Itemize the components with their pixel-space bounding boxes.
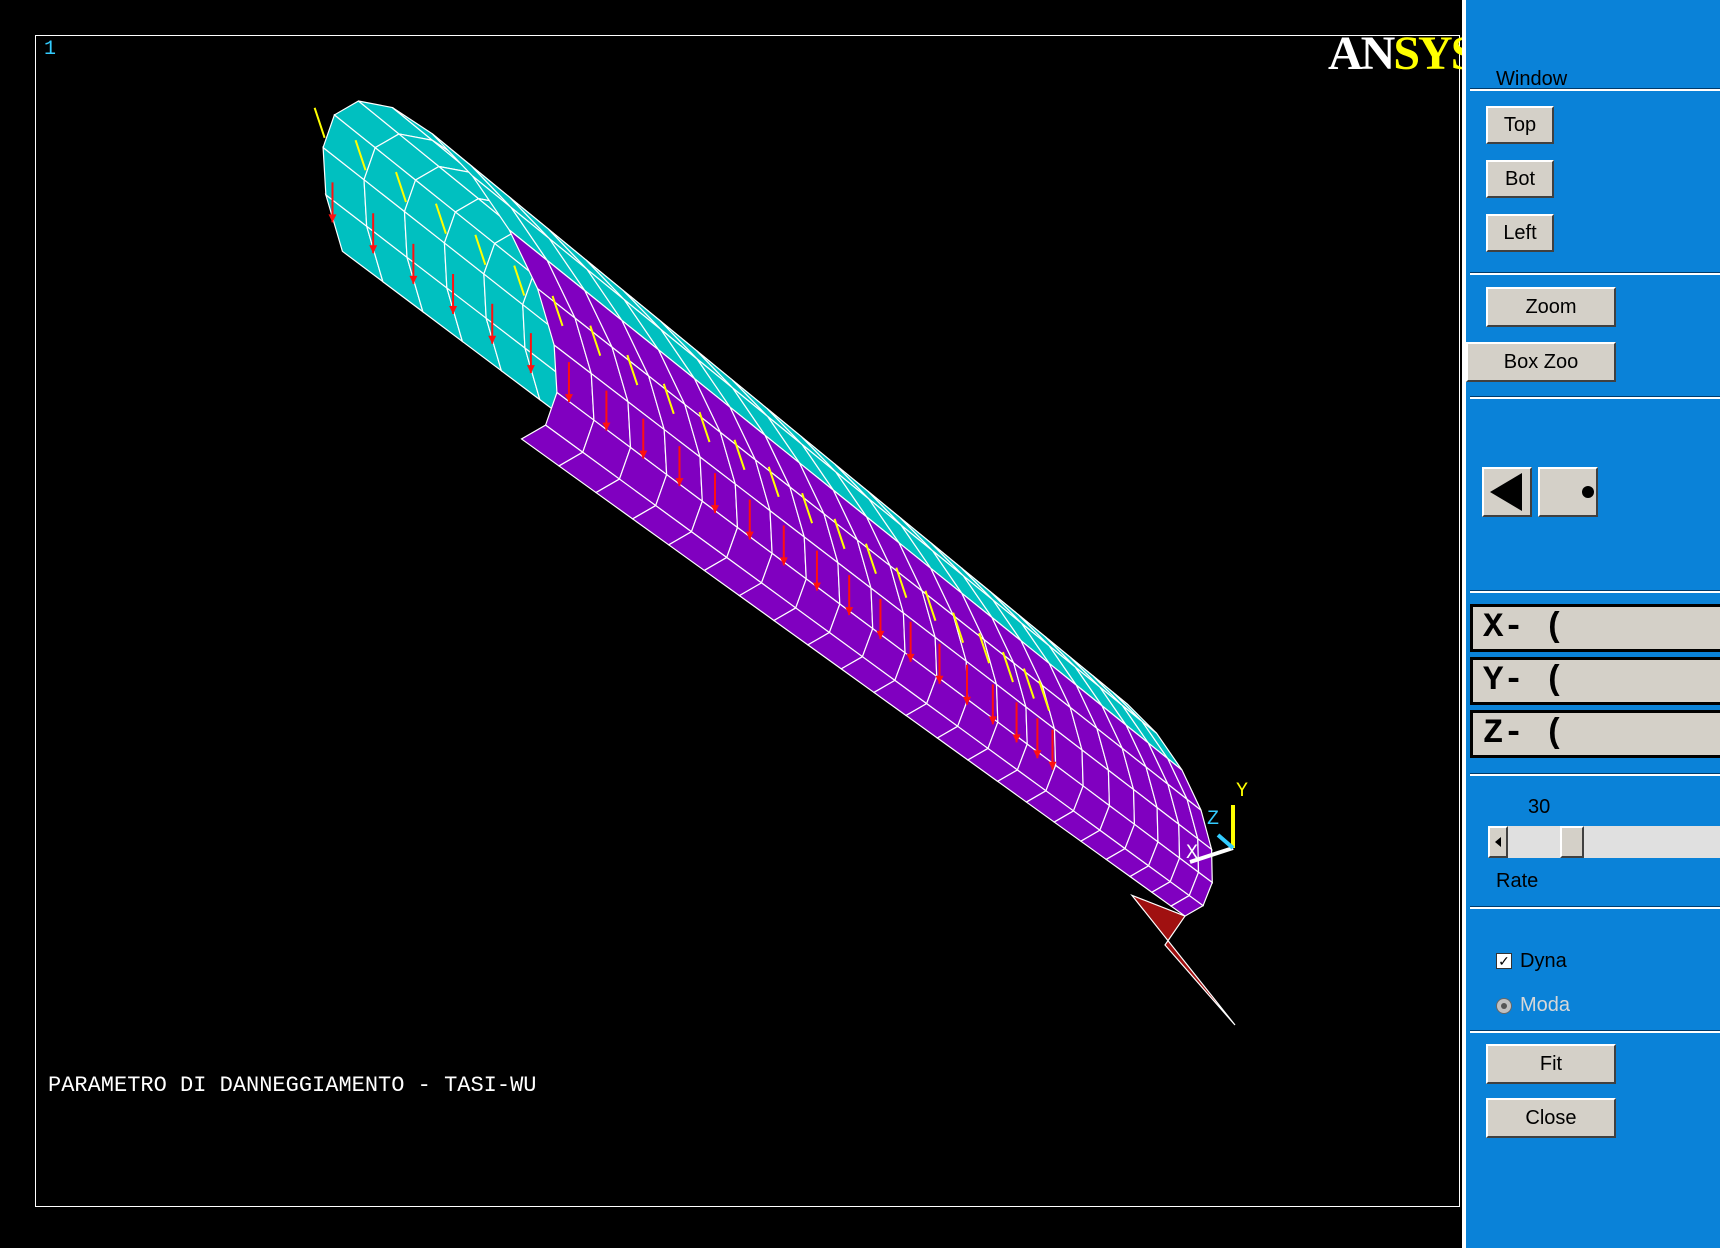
zoom-button[interactable]: Zoom [1486,287,1616,327]
model-radio[interactable] [1496,998,1512,1014]
triad-x-label: X [1186,842,1198,865]
load-arrow [865,543,877,575]
load-arrow [662,383,675,415]
logo-part-2: SYS [1393,27,1462,80]
top-view-button[interactable]: Top [1486,106,1554,144]
load-arrow [1022,668,1035,699]
rotate-x-button[interactable]: X- ( [1470,604,1720,652]
pan-zoom-rotate-panel: Window Top Bot Left Zoom Box Zoo X- ( Y-… [1462,0,1720,1248]
load-arrow [812,550,821,591]
load-arrow [801,492,814,524]
load-arrow [1033,718,1042,759]
load-arrow [833,518,846,550]
load-arrow [845,575,854,616]
load-arrow [434,203,447,235]
load-arrow [963,664,972,705]
load-arrow [767,466,780,498]
rate-label: Rate [1496,870,1539,892]
load-arrow [602,390,611,431]
load-arrow [1038,680,1051,711]
triad-x-axis [1189,846,1234,864]
rotate-y-button[interactable]: Y- ( [1470,657,1720,705]
load-arrow [354,139,367,171]
pan-left-button[interactable] [1482,467,1532,517]
slider-left-arrow[interactable] [1488,826,1508,858]
load-arrow [988,684,997,725]
bottom-view-button[interactable]: Bot [1486,160,1554,198]
window-label: Window [1496,68,1568,90]
load-arrow [328,182,337,223]
box-zoom-button[interactable]: Box Zoo [1466,342,1616,382]
window-number: 1 [44,38,57,61]
separator [1470,396,1720,399]
load-arrow [876,598,885,639]
inner-surface-band [1130,893,1236,1026]
load-arrow [906,621,915,662]
load-arrow [639,418,648,459]
triad-z-axis [1216,833,1235,850]
dynamic-mode-label: Dyna [1520,950,1567,972]
graphics-viewport[interactable]: Y X Z 1 ANSYS PARAMETRO DI DANNEGGIAMENT… [0,0,1462,1248]
load-arrow [935,643,944,684]
separator [1470,88,1720,91]
load-arrow [895,567,908,599]
zoom-center-button[interactable] [1538,467,1598,517]
separator [1470,590,1720,593]
rotate-z-button[interactable]: Z- ( [1470,710,1720,758]
triad-z-label: Z [1207,808,1219,831]
load-arrow [733,439,746,471]
fit-button[interactable]: Fit [1486,1044,1616,1084]
load-arrow [952,612,965,643]
dot-icon [1582,486,1594,498]
triad-y-label: Y [1236,780,1248,803]
load-arrow [564,362,573,403]
left-view-button[interactable]: Left [1486,214,1554,252]
load-arrow [369,213,378,254]
rate-slider[interactable] [1488,826,1720,858]
ansys-logo: ANSYS [1328,30,1462,78]
coordinate-triad: Y X Z [1186,780,1248,865]
load-arrow [1002,651,1014,683]
model-radio-label: Moda [1520,994,1571,1016]
load-arrow [449,274,458,315]
triangle-left-icon [1490,473,1522,511]
load-arrow [551,295,564,327]
load-arrow [474,234,487,266]
plot-title: PARAMETRO DI DANNEGGIAMENTO - TASI-WU [48,1073,537,1098]
load-arrow [626,354,639,386]
load-arrow [409,243,418,284]
load-arrow [745,499,754,540]
load-arrow [513,265,526,296]
load-arrow [698,411,711,443]
load-arrow [779,525,788,566]
model-plot: Y X Z [313,100,1248,1026]
separator [1470,773,1720,776]
load-arrow [1012,702,1021,743]
close-button[interactable]: Close [1486,1098,1616,1138]
separator [1470,906,1720,909]
logo-part-1: AN [1328,27,1395,80]
load-arrow [526,333,535,374]
load-arrow [924,590,937,622]
slider-thumb[interactable] [1560,826,1584,858]
load-arrow [710,473,719,514]
separator [1470,1030,1720,1033]
load-arrow [488,303,497,344]
load-arrow [1048,729,1057,770]
load-arrow [313,107,326,139]
load-arrow [978,632,991,664]
separator [1470,272,1720,275]
load-arrow [675,446,684,487]
small-left-arrow-icon [1495,837,1501,847]
load-arrow [395,171,407,203]
dynamic-mode-checkbox[interactable]: ✓ [1496,953,1512,969]
viewport-frame [35,35,1460,1207]
rate-value: 30 [1528,796,1551,818]
load-arrow [589,325,602,357]
